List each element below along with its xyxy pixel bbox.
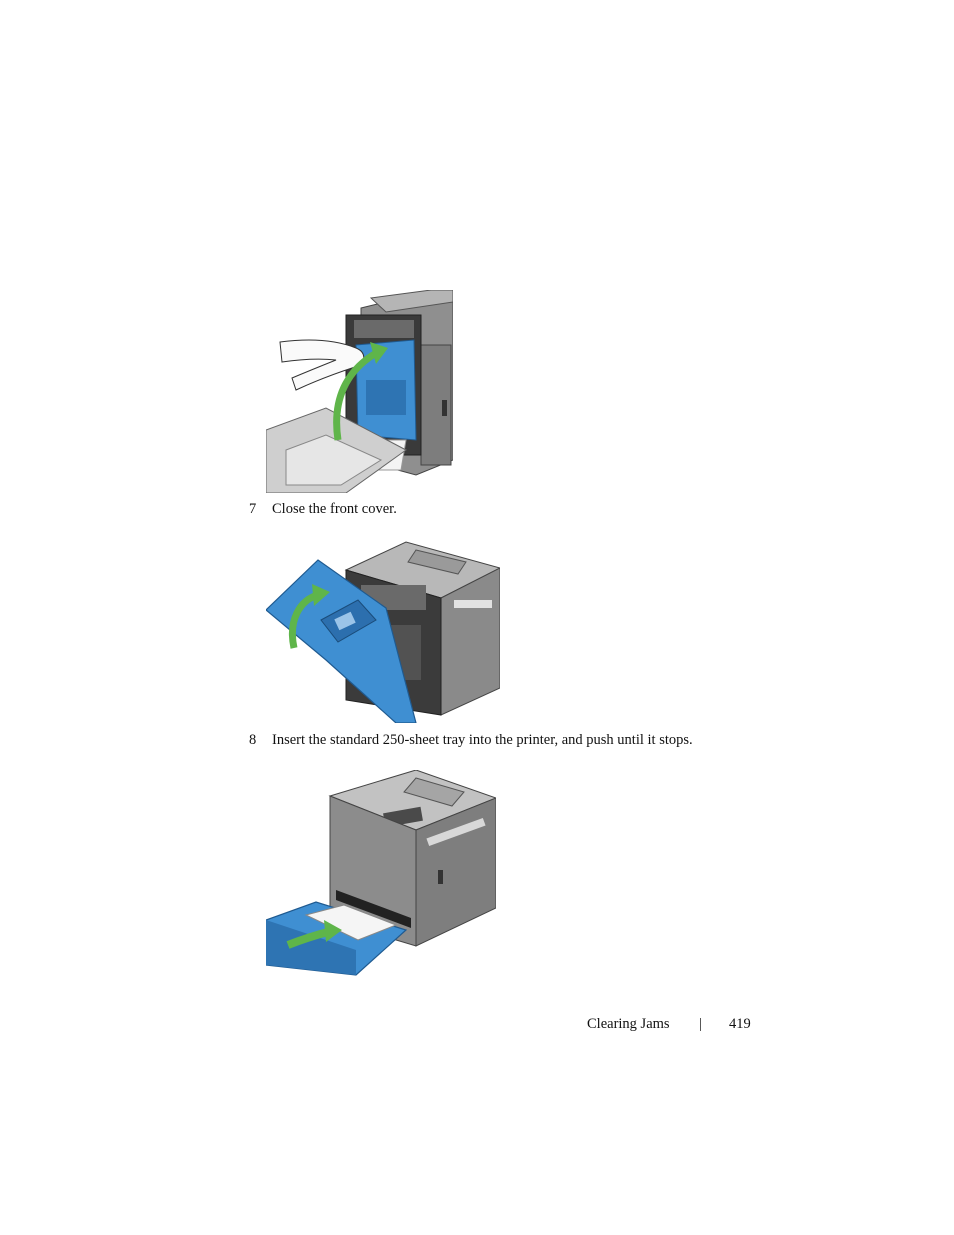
illustration-insert-250-sheet-tray: [266, 770, 496, 978]
step-8: 8 Insert the standard 250-sheet tray into…: [249, 731, 693, 749]
step-number: 8: [249, 732, 257, 748]
page-number: 419: [729, 1016, 751, 1032]
step-text: Insert the standard 250-sheet tray into …: [272, 732, 693, 748]
step-text: Close the front cover.: [272, 501, 397, 517]
step-number: 7: [249, 501, 257, 517]
footer-separator: |: [699, 1016, 702, 1032]
step-7: 7 Close the front cover.: [249, 500, 397, 518]
illustration-close-front-cover: [266, 540, 500, 723]
footer-section-title: Clearing Jams: [587, 1016, 670, 1032]
illustration-remove-jammed-paper: [266, 290, 453, 493]
